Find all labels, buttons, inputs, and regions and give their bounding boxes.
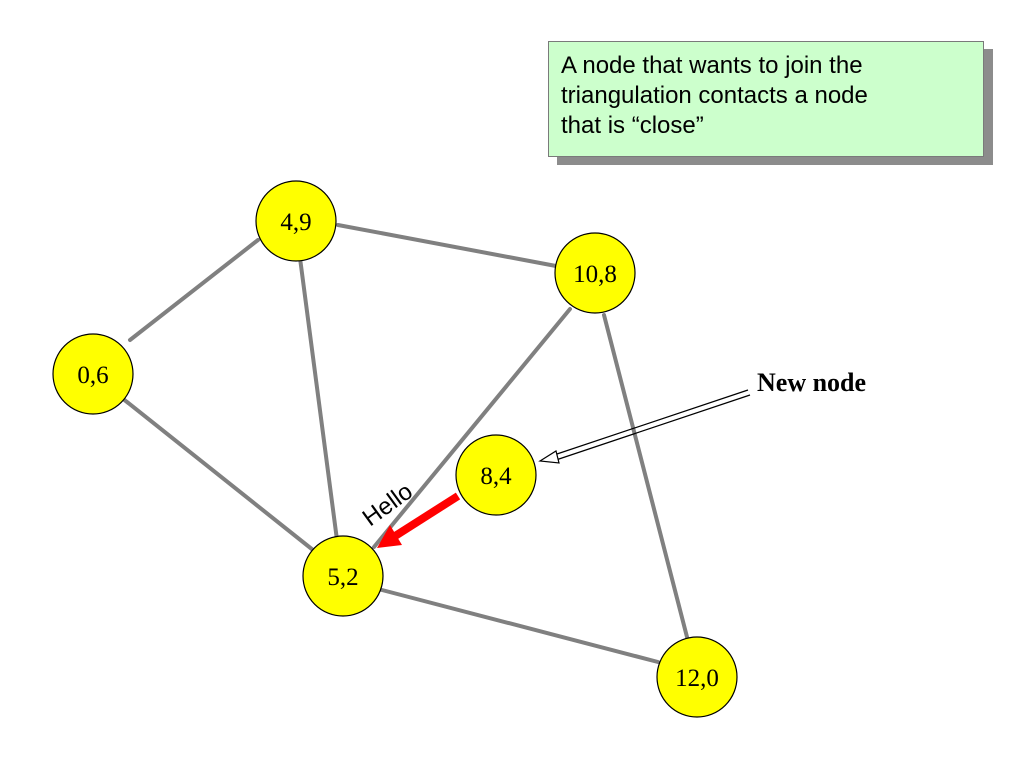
node-circle: [554, 232, 636, 314]
node-label: 8,4: [480, 463, 512, 490]
node-label: 0,6: [77, 362, 108, 389]
node-0-6: 0,6: [52, 333, 134, 415]
node-label: 10,8: [573, 261, 617, 288]
node-circle: [302, 535, 384, 617]
callout-line: triangulation contacts a node: [561, 82, 868, 109]
node-circle: [52, 333, 134, 415]
node-5-2: 5,2: [302, 535, 384, 617]
node-4-9: 4,9: [255, 180, 337, 262]
node-label: 4,9: [280, 209, 311, 236]
node-circle: [455, 434, 537, 516]
edge-10-8-to-5-2: [372, 307, 572, 549]
node-circle: [255, 180, 337, 262]
red-arrow-line: [389, 492, 461, 542]
node-8-4: 8,4: [455, 434, 537, 516]
hello-message-arrow: [377, 492, 461, 548]
callout-box: A node that wants to join the triangulat…: [548, 41, 984, 157]
edge-4-9-to-0-6: [128, 238, 260, 342]
node-label: 5,2: [327, 564, 358, 591]
callout-line: that is “close”: [561, 112, 704, 139]
pointer-arrow-head: [538, 450, 560, 464]
red-arrow-head: [377, 525, 402, 548]
edge-0-6-to-5-2: [120, 396, 315, 552]
new-node-label: New node: [757, 368, 866, 397]
edge-10-8-to-12-0: [602, 313, 689, 639]
edge-5-2-to-12-0: [380, 588, 660, 664]
node-circle: [656, 636, 738, 718]
edge-4-9-to-10-8: [336, 223, 558, 268]
pointer-line-top: [547, 389, 749, 458]
new-node-pointer-arrow: [538, 389, 751, 464]
callout-line: A node that wants to join the: [561, 52, 863, 79]
edges: [120, 223, 689, 664]
node-12-0: 12,0: [656, 636, 738, 718]
edge-4-9-to-5-2: [298, 256, 339, 542]
node-label: 12,0: [675, 665, 719, 692]
pointer-line-bottom: [549, 394, 751, 463]
node-10-8: 10,8: [554, 232, 636, 314]
